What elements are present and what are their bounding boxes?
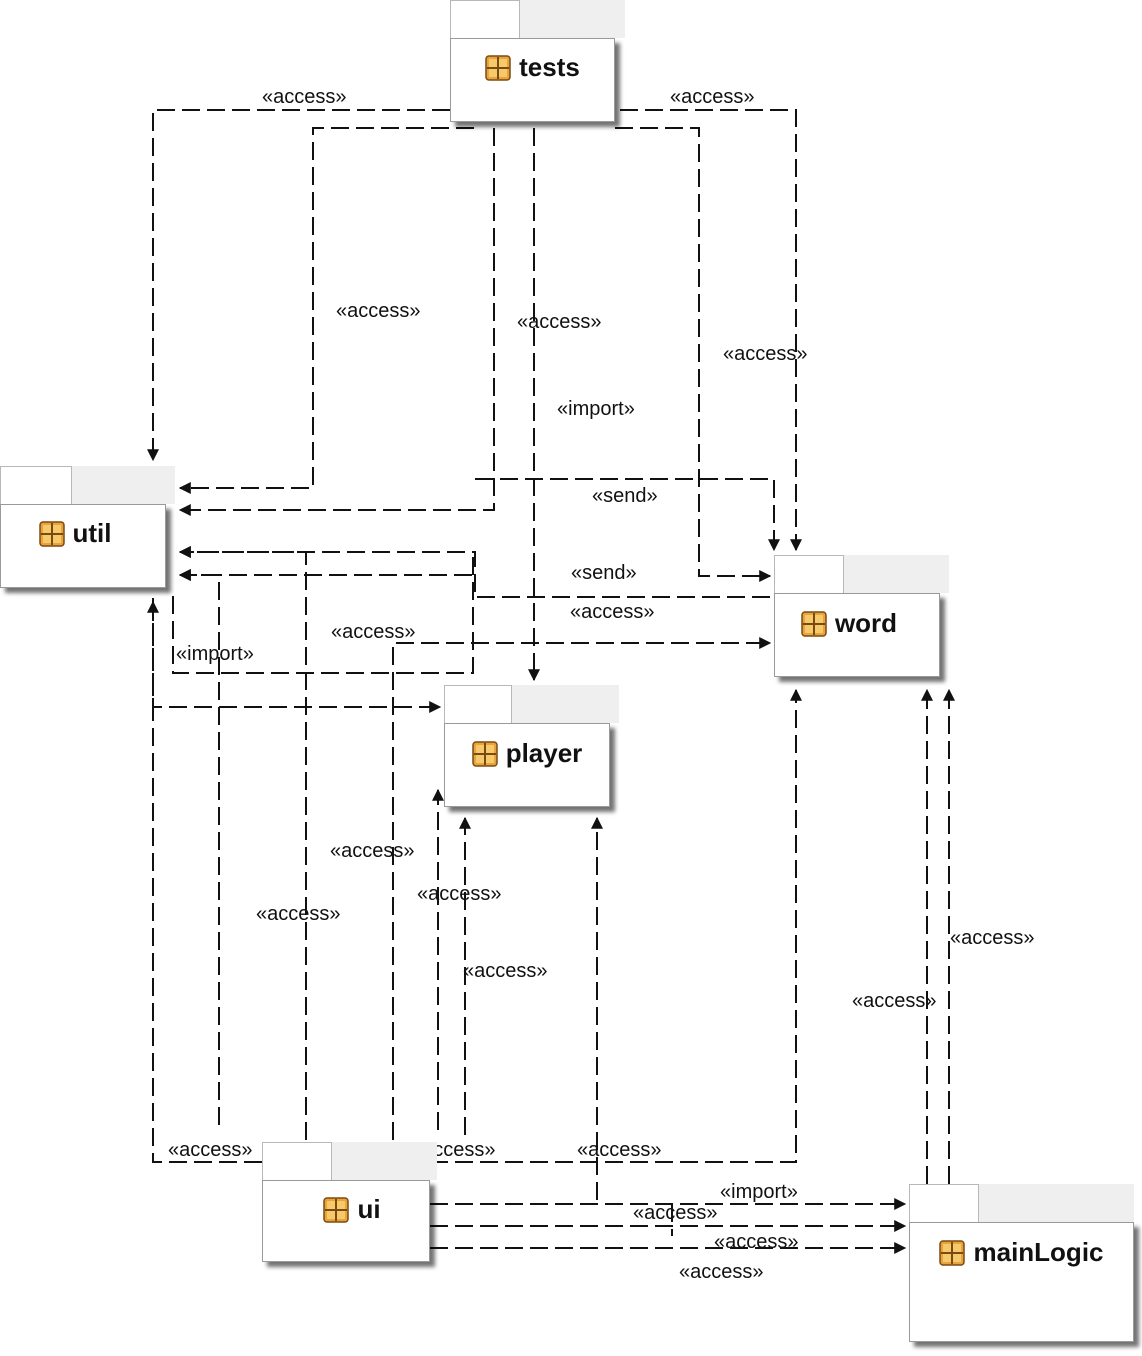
package-util[interactable]: util — [0, 466, 175, 588]
package-icon — [485, 54, 511, 81]
package-tab — [0, 466, 72, 504]
dependency-tests-to-word-access-inner — [615, 127, 772, 582]
stereotype-label: «access» — [463, 960, 548, 982]
dependency-util-import-loop — [172, 555, 474, 674]
stereotype-label: «send» — [571, 562, 637, 584]
stereotype-label: «import» — [720, 1181, 798, 1203]
package-tab-shade — [520, 0, 625, 38]
dependency-ui-to-util-access-b — [178, 546, 307, 1140]
stereotype-label: «access» — [517, 311, 602, 333]
dependency-tests-to-word-access-outer — [620, 109, 802, 552]
stereotype-label: «access» — [331, 621, 416, 643]
package-header: tests — [450, 52, 615, 83]
stereotype-label: «access» — [570, 601, 655, 623]
dependency-tests-to-util-access-outer — [147, 109, 450, 462]
package-header: mainLogic — [909, 1237, 1134, 1268]
dependency-ui-to-util-access-bottom — [147, 600, 262, 1163]
stereotype-label: «access» — [670, 86, 755, 108]
package-tab-shade — [72, 466, 175, 504]
dependency-tests-to-util-access-inner — [178, 128, 495, 516]
package-header: util — [0, 518, 150, 549]
package-body — [444, 723, 610, 807]
package-tab-shade — [512, 685, 619, 723]
package-icon — [471, 740, 498, 767]
package-tab-shade — [979, 1184, 1134, 1222]
dependency-player-to-word-access — [392, 637, 772, 1140]
package-name: player — [505, 738, 583, 768]
stereotype-label: «access» — [852, 990, 937, 1012]
package-word[interactable]: word — [774, 555, 949, 677]
package-name: mainLogic — [973, 1237, 1104, 1267]
package-player[interactable]: player — [444, 685, 619, 807]
package-header: player — [444, 738, 610, 769]
package-name: word — [834, 608, 898, 638]
stereotype-label: «access» — [417, 883, 502, 905]
package-header: ui — [262, 1194, 442, 1225]
package-icon — [38, 520, 65, 547]
package-body — [450, 38, 615, 122]
dependency-ui-to-util-access-a — [178, 569, 220, 1125]
package-mainLogic[interactable]: mainLogic — [909, 1184, 1134, 1342]
stereotype-label: «access» — [168, 1139, 253, 1161]
package-tab — [262, 1142, 332, 1180]
stereotype-label: «access» — [950, 927, 1035, 949]
stereotype-label: «access» — [723, 343, 808, 365]
package-name: util — [72, 518, 112, 548]
stereotype-label: «access» — [336, 300, 421, 322]
dependency-tests-to-util-access-mid — [178, 127, 474, 494]
package-tab-shade — [844, 555, 949, 593]
package-body — [0, 504, 166, 588]
package-ui[interactable]: ui — [262, 1142, 437, 1262]
dependency-ui-to-word-access — [430, 688, 802, 1163]
package-tests[interactable]: tests — [450, 0, 625, 122]
package-tab — [909, 1184, 979, 1222]
package-tab — [450, 0, 520, 38]
stereotype-label: «send» — [592, 485, 658, 507]
stereotype-label: «access» — [679, 1261, 764, 1283]
dependency-send-lower — [178, 546, 770, 598]
package-icon — [323, 1196, 350, 1223]
stereotype-label: «access» — [714, 1231, 799, 1253]
package-name: tests — [519, 52, 580, 82]
package-tab — [774, 555, 844, 593]
package-icon — [801, 610, 827, 637]
package-icon — [939, 1239, 966, 1266]
package-header: word — [749, 608, 949, 639]
stereotype-label: «access» — [577, 1139, 662, 1161]
package-body — [774, 593, 940, 677]
stereotype-label: «access» — [633, 1202, 718, 1224]
stereotype-label: «access» — [262, 86, 347, 108]
stereotype-label: «access» — [256, 903, 341, 925]
stereotype-label: «access» — [330, 840, 415, 862]
package-name: ui — [357, 1194, 381, 1224]
package-tab-shade — [332, 1142, 437, 1180]
stereotype-label: «import» — [557, 398, 635, 420]
stereotype-label: «import» — [176, 643, 254, 665]
package-tab — [444, 685, 512, 723]
